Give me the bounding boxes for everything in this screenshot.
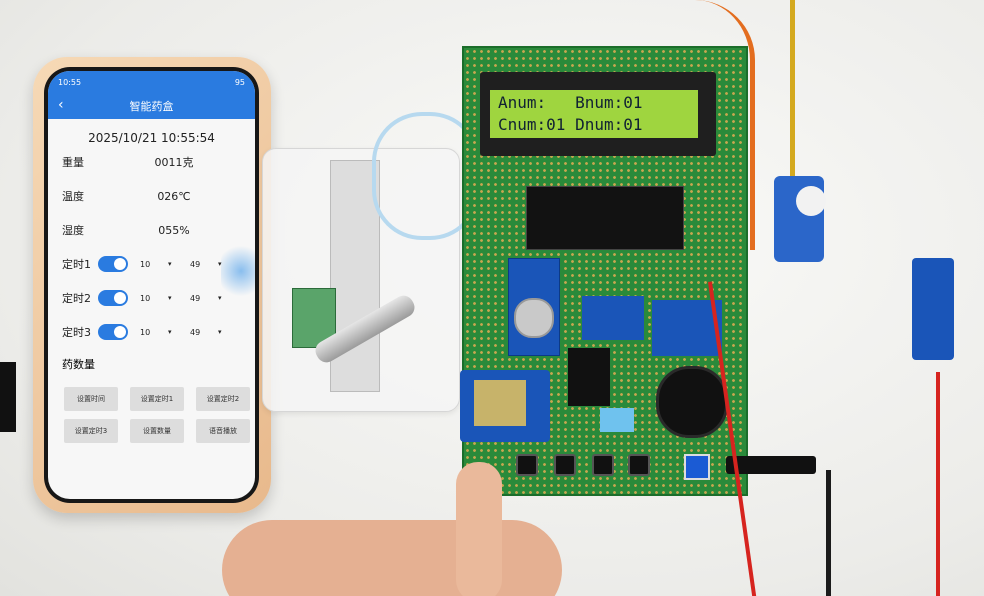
blue-module-b: [652, 300, 722, 356]
dropdown-arrow-icon[interactable]: ▾: [218, 294, 222, 302]
timer-toggle[interactable]: [98, 256, 128, 272]
black-wire: [826, 470, 843, 596]
push-button-4[interactable]: [628, 454, 650, 476]
timer-toggle[interactable]: [98, 324, 128, 340]
app-title: 智能药盒: [129, 100, 174, 113]
dropdown-arrow-icon[interactable]: ▾: [218, 260, 222, 268]
timer-label: 定时1: [62, 258, 91, 271]
lcd-screen: Anum: Bnum:01 Cnum:01 Dnum:01: [490, 90, 698, 138]
toggle-knob: [114, 258, 126, 270]
reading-weight: 重量 0011克: [48, 145, 255, 179]
reading-temperature: 温度 026℃: [48, 179, 255, 213]
reading-label: 重量: [62, 156, 84, 169]
timer-minute-select[interactable]: 49: [190, 293, 201, 303]
lcd-line-1: Anum: Bnum:01: [498, 93, 643, 112]
set-timer2-button[interactable]: 设置定时2: [196, 387, 250, 411]
app-bar: ‹ 智能药盒: [48, 93, 255, 119]
timer-toggle[interactable]: [98, 290, 128, 306]
timer-hour-select[interactable]: 10: [140, 327, 151, 337]
dropdown-arrow-icon[interactable]: ▾: [218, 328, 222, 336]
blue-switch[interactable]: [684, 454, 710, 480]
timer-row-3: 定时3 10 ▾ 49 ▾: [48, 315, 255, 349]
timer-row-1: 定时1 10 ▾ 49 ▾: [48, 247, 255, 281]
blue-module-a: [582, 296, 644, 340]
timer-hour-select[interactable]: 10: [140, 259, 151, 269]
sensor-wire: [936, 372, 980, 596]
dropdown-arrow-icon[interactable]: ▾: [168, 294, 172, 302]
back-arrow-icon[interactable]: ‹: [58, 97, 64, 113]
timer-minute-select[interactable]: 49: [190, 259, 201, 269]
timer-minute-select[interactable]: 49: [190, 327, 201, 337]
radio-module: [568, 348, 610, 406]
index-finger: [456, 462, 502, 596]
status-bar: 10:55 95: [48, 71, 255, 93]
battery-level: 95: [234, 77, 245, 87]
set-timer3-button[interactable]: 设置定时3: [64, 419, 118, 443]
coin-battery: [514, 298, 554, 338]
ir-sensor-module: [912, 258, 954, 360]
set-time-button[interactable]: 设置时间: [64, 387, 118, 411]
dropdown-arrow-icon[interactable]: ▾: [168, 260, 172, 268]
set-timer1-button[interactable]: 设置定时1: [130, 387, 184, 411]
wallpaper-splash: [221, 241, 255, 301]
hand: [222, 520, 562, 596]
action-button-grid: 设置时间 设置定时1 设置定时2 设置定时3 设置数量 语音播放: [48, 379, 255, 443]
dc-power-jack: [726, 456, 816, 474]
phone-screen-bezel: 10:55 95 ‹ 智能药盒 2025/10/21 10:55:54 重量 0…: [44, 67, 259, 503]
reading-value: 055%: [158, 223, 190, 237]
timer-label: 定时3: [62, 326, 91, 339]
timer-hour-select[interactable]: 10: [140, 293, 151, 303]
quantity-label: 药数量: [62, 358, 95, 371]
timer-row-2: 定时2 10 ▾ 49 ▾: [48, 281, 255, 315]
smartphone: 10:55 95 ‹ 智能药盒 2025/10/21 10:55:54 重量 0…: [33, 57, 271, 513]
set-quantity-button[interactable]: 设置数量: [130, 419, 184, 443]
dropdown-arrow-icon[interactable]: ▾: [168, 328, 172, 336]
push-button-3[interactable]: [592, 454, 614, 476]
ribbon-cable: [372, 112, 480, 240]
reading-value: 026℃: [157, 189, 191, 203]
microcontroller-chip: [526, 186, 684, 250]
reading-label: 湿度: [62, 224, 84, 237]
lcd-line-2: Cnum:01 Dnum:01: [498, 115, 643, 134]
reading-label: 温度: [62, 190, 84, 203]
current-datetime: 2025/10/21 10:55:54: [88, 131, 215, 145]
servo-horn: [796, 186, 826, 216]
push-button-1[interactable]: [516, 454, 538, 476]
toggle-knob: [114, 292, 126, 304]
reading-value: 0011克: [154, 156, 194, 169]
status-time: 10:55: [58, 77, 82, 87]
push-button-2[interactable]: [554, 454, 576, 476]
edge-module: [0, 362, 16, 432]
quantity-row: 药数量 1 1 1 1: [48, 349, 255, 379]
dht-sensor: [600, 408, 634, 432]
reading-humidity: 湿度 055%: [48, 213, 255, 247]
voice-play-button[interactable]: 语音播放: [196, 419, 250, 443]
servo-orange-wire: [650, 0, 755, 250]
speaker: [656, 366, 728, 438]
timer-label: 定时2: [62, 292, 91, 305]
wifi-shield-chip: [474, 380, 526, 426]
phone-display: 10:55 95 ‹ 智能药盒 2025/10/21 10:55:54 重量 0…: [48, 71, 255, 499]
servo-yellow-wire: [790, 0, 807, 180]
toggle-knob: [114, 326, 126, 338]
